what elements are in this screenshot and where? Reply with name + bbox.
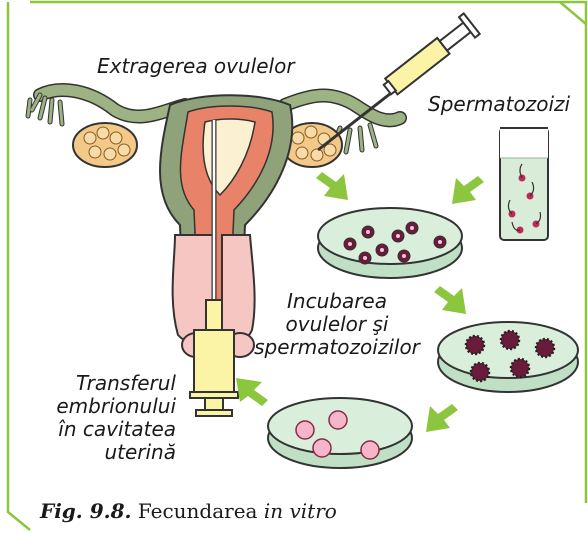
figure-caption: Fig. 9.8. Fecundarea in vitro — [40, 499, 337, 523]
caption-italic: in vitro — [264, 499, 337, 523]
label-incubation-line-1: Incubarea — [252, 290, 422, 313]
label-incubation-line-3: spermatozoizilor — [252, 336, 422, 359]
label-transfer-line-4: uterină — [30, 441, 176, 464]
arrow-dish2-to-dish3 — [426, 404, 458, 432]
arrow-sperm-to-dish — [452, 176, 484, 204]
label-transfer-line-2: embrionului — [30, 395, 176, 418]
label-incubation-line-2: ovulelor şi — [252, 313, 422, 336]
petri-dish-eggs — [318, 208, 462, 278]
figure-number: Fig. 9.8. — [40, 499, 131, 523]
arrow-dish3-to-uterus — [236, 378, 268, 406]
label-egg-retrieval: Extragerea ovulelor — [97, 55, 295, 78]
label-sperm: Spermatozoizi — [428, 93, 570, 116]
label-transfer: Transferul embrionului în cavitatea uter… — [30, 372, 176, 464]
petri-dish-embryos — [268, 398, 412, 468]
petri-dish-incubation — [438, 322, 578, 392]
label-incubation: Incubarea ovulelor şi spermatozoizilor — [252, 290, 422, 359]
label-transfer-line-3: în cavitatea — [30, 418, 176, 441]
sperm-test-tube — [500, 128, 548, 240]
arrow-ovary-to-dish — [316, 172, 348, 200]
caption-text: Fecundarea — [138, 499, 258, 523]
figure-frame-corner — [560, 2, 586, 24]
label-transfer-line-1: Transferul — [30, 372, 176, 395]
retrieval-syringe — [318, 13, 480, 150]
arrow-dish1-to-dish2 — [434, 286, 466, 314]
